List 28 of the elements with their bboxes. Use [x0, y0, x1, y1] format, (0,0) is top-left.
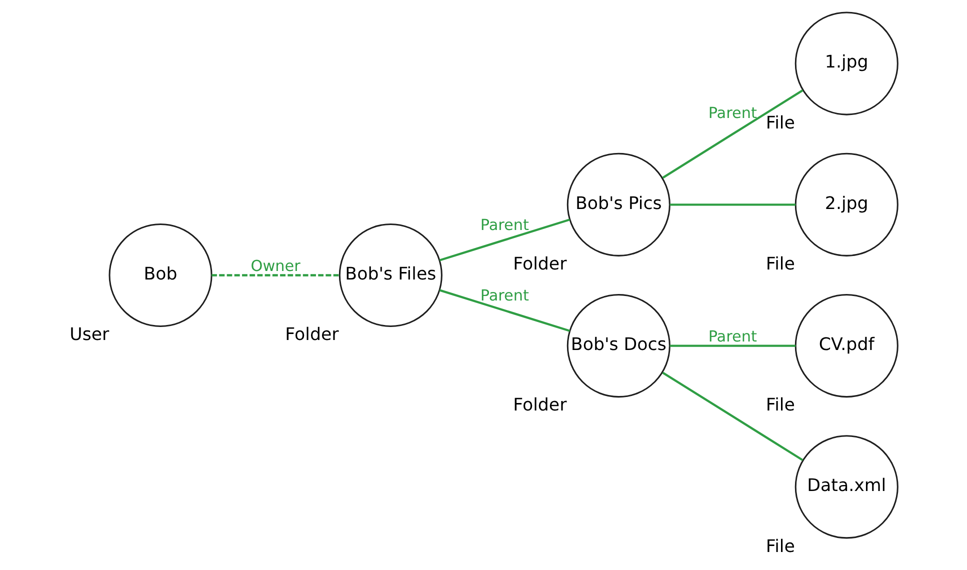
- connector: [662, 372, 804, 462]
- node-circle: Bob's Docs: [566, 294, 670, 398]
- node-circle: 2.jpg: [794, 152, 898, 256]
- edge-label: Owner: [250, 257, 300, 276]
- node-circle: Bob's Pics: [566, 152, 670, 256]
- node-label: File: [766, 113, 795, 134]
- connector: [439, 289, 570, 332]
- connector: [439, 218, 570, 262]
- edge-label: Parent: [708, 328, 757, 346]
- node-circle: Data.xml: [794, 435, 898, 539]
- node-circle: Bob's Files: [338, 223, 442, 328]
- connector: [670, 204, 796, 206]
- connector: [670, 344, 796, 347]
- node-label: Folder: [513, 396, 567, 416]
- node-circle: Bob: [108, 223, 212, 328]
- connector: [212, 274, 340, 276]
- node-circle: 1.jpg: [794, 12, 898, 116]
- edge-label: Parent: [708, 104, 757, 122]
- connector: [662, 89, 804, 179]
- node-circle: CV.pdf: [794, 294, 898, 398]
- node-label: Folder: [513, 254, 567, 275]
- node-label: User: [70, 325, 110, 346]
- node-label: File: [766, 396, 795, 416]
- node-label: File: [766, 254, 795, 275]
- edge-label: Parent: [480, 216, 529, 234]
- node-label: File: [766, 536, 795, 557]
- edge-label: Parent: [480, 286, 529, 304]
- node-label: Folder: [285, 325, 339, 346]
